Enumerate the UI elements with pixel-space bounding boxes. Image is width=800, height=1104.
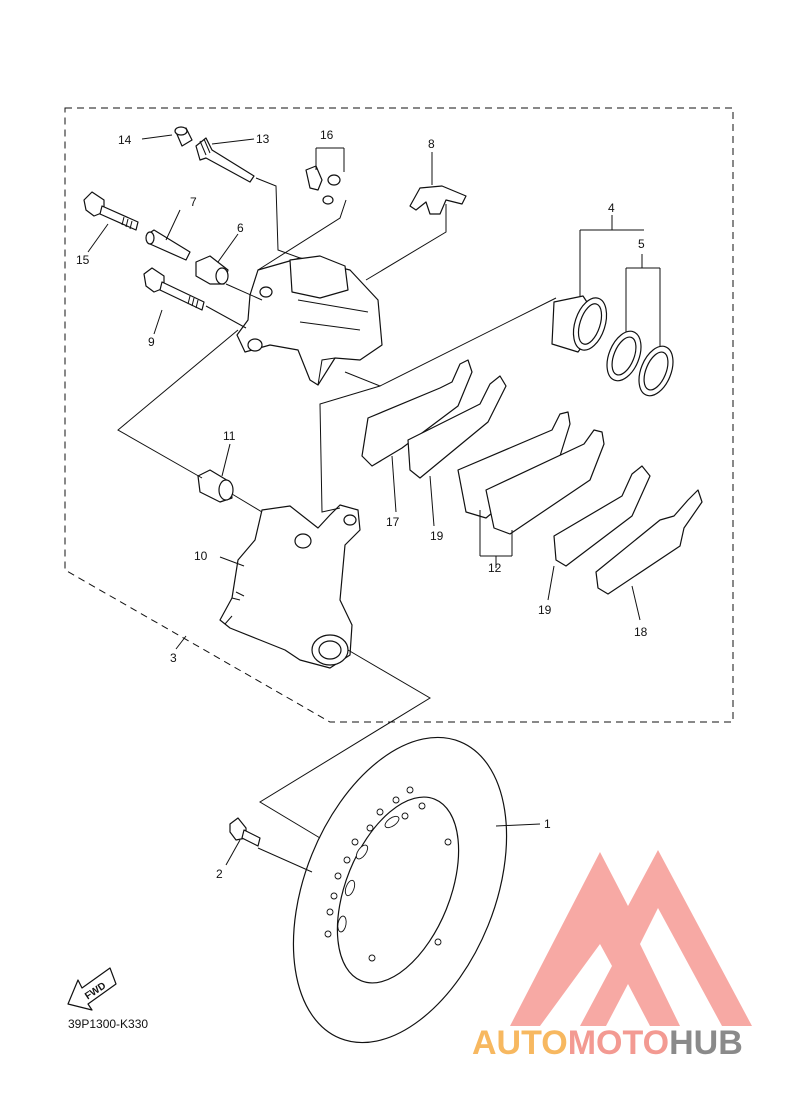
callout-11: 11: [223, 429, 236, 443]
callout-5: 5: [638, 237, 645, 251]
boot-11: [197, 469, 234, 503]
callout-17: 17: [386, 515, 400, 529]
callout-12: 12: [488, 561, 502, 575]
callout-labels: 14 13 16 8 7 4 6 5 15 9 11 17 19 10 12 1…: [76, 128, 648, 881]
pad-pin: [195, 137, 255, 183]
callout-1: 1: [544, 817, 551, 831]
brake-pad-kit-12: [457, 411, 605, 535]
piston: [551, 295, 608, 353]
fwd-arrow-icon: FWD: [67, 967, 117, 1011]
watermark-hub: HUB: [669, 1024, 743, 1062]
pad-shim-18: [595, 489, 703, 595]
caliper-bracket: [219, 504, 361, 669]
callout-4: 4: [608, 201, 615, 215]
cap: [174, 126, 193, 147]
callout-2: 2: [216, 867, 223, 881]
slide-pin-7: [145, 229, 191, 261]
bolt-9: [143, 267, 205, 311]
pad-shim-17: [361, 359, 473, 467]
callout-10: 10: [194, 549, 208, 563]
callout-6: 6: [237, 221, 244, 235]
diagram-code: 39P1300-K330: [68, 1017, 148, 1031]
callout-19-lower: 19: [538, 603, 552, 617]
watermark-logo: [510, 850, 752, 1026]
pad-spring: [409, 185, 467, 215]
leader-lines: [87, 134, 661, 873]
callout-18: 18: [634, 625, 648, 639]
callout-15: 15: [76, 253, 90, 267]
brake-disc: [292, 736, 508, 1044]
disc-bolt: [229, 817, 261, 847]
piston-seal-inner: [638, 345, 674, 397]
callout-8: 8: [428, 137, 435, 151]
assembly-boundary: [64, 107, 734, 723]
bolt-15: [83, 191, 139, 231]
callout-14: 14: [118, 133, 132, 147]
brake-pad-19-lower: [553, 465, 651, 567]
callout-7: 7: [190, 195, 197, 209]
brake-pad-19-upper: [407, 375, 507, 479]
boot-6: [195, 255, 229, 285]
caliper-body: [236, 255, 383, 386]
watermark-moto: MOTO: [568, 1024, 669, 1062]
watermark: AUTOMOTOHUB: [472, 850, 752, 1062]
piston-seal-outer: [606, 330, 642, 382]
callout-9: 9: [148, 335, 155, 349]
callout-3: 3: [170, 651, 177, 665]
watermark-auto: AUTO: [472, 1024, 568, 1062]
callout-16: 16: [320, 128, 334, 142]
bleed-screw: [305, 165, 341, 205]
callout-13: 13: [256, 132, 270, 146]
callout-19-upper: 19: [430, 529, 444, 543]
watermark-text: AUTOMOTOHUB: [472, 1024, 743, 1062]
